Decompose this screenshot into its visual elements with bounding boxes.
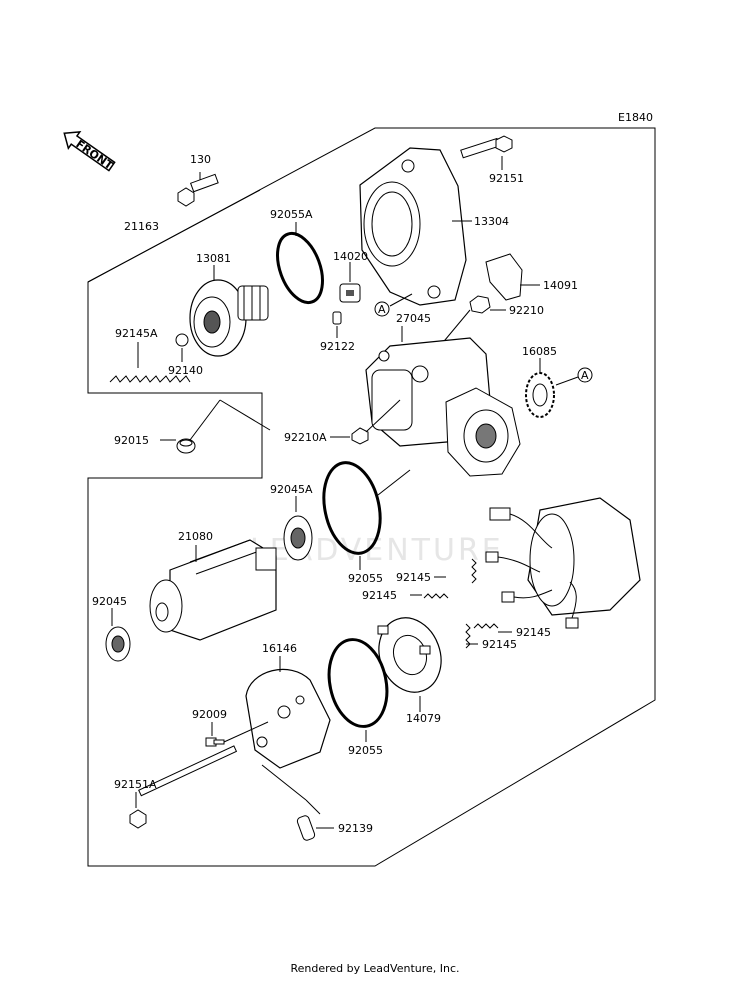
spring-92145-3 (473, 623, 499, 629)
nut-92210A (351, 427, 369, 445)
footer-credit: Rendered by LeadVenture, Inc. (290, 962, 460, 975)
ref-a-label-1: A (378, 303, 386, 316)
clutch-gear-13081 (189, 279, 269, 357)
spring-92145A (109, 375, 191, 383)
cap-nut-92015 (176, 438, 196, 454)
label-92145-4: 92145 (482, 638, 517, 651)
ref-a-circle-1 (374, 301, 390, 317)
label-21163: 21163 (124, 220, 159, 233)
label-14020: 14020 (333, 250, 368, 263)
bolt-92151A (129, 745, 238, 829)
drive-housing (445, 387, 521, 477)
front-label: FRONT (73, 137, 115, 172)
label-92145A: 92145A (115, 327, 158, 340)
label-92145-2: 92145 (362, 589, 397, 602)
bolt-92151 (460, 135, 513, 159)
label-92122: 92122 (320, 340, 355, 353)
collar-92139 (296, 815, 316, 841)
spring-92145-1 (471, 558, 477, 584)
spring-92145-2 (423, 593, 449, 599)
lever-14020 (339, 283, 361, 303)
label-92210A: 92210A (284, 431, 327, 444)
label-92210: 92210 (509, 304, 544, 317)
o-ring-92055-bottom (327, 638, 389, 728)
label-92151A: 92151A (114, 778, 157, 791)
brush-holder-14079 (377, 617, 442, 693)
pin-92122 (332, 311, 342, 325)
label-92139: 92139 (338, 822, 373, 835)
screw-92009 (205, 737, 225, 747)
diagram-code: E1840 (618, 111, 653, 124)
armature-21080 (149, 539, 277, 641)
yoke-field-coil (485, 497, 641, 629)
ref-a-circle-2 (577, 367, 593, 383)
bolt-130 (177, 173, 219, 207)
label-92055-bottom: 92055 (348, 744, 383, 757)
housing-13304 (359, 147, 467, 306)
label-92145-1: 92145 (396, 571, 431, 584)
end-cover-16146 (245, 668, 331, 769)
ball-92140 (175, 333, 189, 347)
label-16146: 16146 (262, 642, 297, 655)
assembly-frame (87, 127, 656, 867)
label-92151: 92151 (489, 172, 524, 185)
front-arrow-icon: FRONT (63, 131, 116, 173)
label-130: 130 (190, 153, 211, 166)
label-92015: 92015 (114, 434, 149, 447)
label-13304: 13304 (474, 215, 509, 228)
label-92140: 92140 (168, 364, 203, 377)
label-92045A: 92045A (270, 483, 313, 496)
nut-92210 (469, 295, 491, 314)
o-ring-92055-top (322, 461, 382, 555)
label-21080: 21080 (178, 530, 213, 543)
label-92009: 92009 (192, 708, 227, 721)
boot-14091 (485, 253, 523, 301)
label-92145-3: 92145 (516, 626, 551, 639)
bearing-92045A (283, 515, 313, 561)
label-27045: 27045 (396, 312, 431, 325)
ref-a-label-2: A (581, 369, 589, 382)
label-14079: 14079 (406, 712, 441, 725)
o-ring-92055A (276, 231, 324, 305)
label-92055A: 92055A (270, 208, 313, 221)
label-14091: 14091 (543, 279, 578, 292)
label-16085: 16085 (522, 345, 557, 358)
gear-16085 (525, 372, 555, 418)
bearing-92045 (105, 626, 131, 662)
label-92045: 92045 (92, 595, 127, 608)
label-92055-top: 92055 (348, 572, 383, 585)
label-13081: 13081 (196, 252, 231, 265)
